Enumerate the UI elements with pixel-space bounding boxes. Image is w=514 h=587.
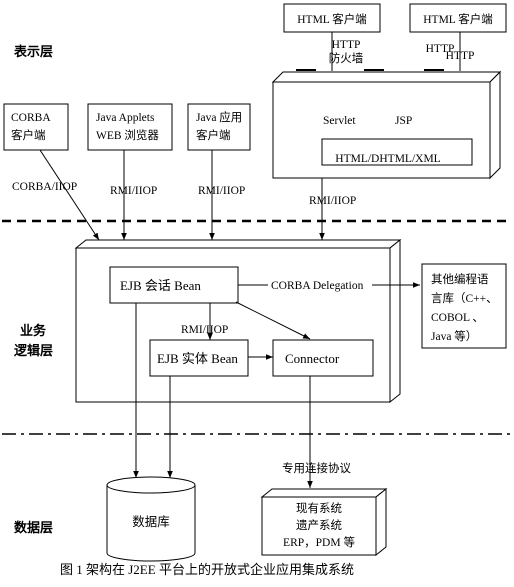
- database-cylinder: [106, 476, 196, 562]
- entity-bean-box: [149, 339, 249, 377]
- layer-label-presentation: 表示层: [13, 44, 53, 60]
- business-tier-box: [74, 238, 402, 404]
- entity-bean-label: EJB 实体 Bean: [157, 351, 238, 366]
- javaapp-client-label-2: 客户端: [196, 128, 231, 142]
- layer-label-business-2: 逻辑层: [14, 343, 53, 359]
- session-bean-label: EJB 会话 Bean: [120, 278, 201, 293]
- corba-client-label-1: CORBA: [11, 112, 51, 124]
- javaapp-client-label-1: Java 应用: [196, 110, 242, 124]
- http-left-label: HTTP: [332, 39, 361, 51]
- corba-client-label-2: 客户端: [11, 128, 46, 142]
- rmi-iiop-applets-label: RMI/IIOP: [110, 185, 157, 197]
- other-lang-label-1: 其他编程语: [431, 272, 489, 286]
- javaapp-client-box: [187, 103, 251, 151]
- other-lang-label-3: COBOL 、: [431, 312, 484, 324]
- session-to-connector-arrow: [235, 301, 311, 340]
- html-client-label-1: HTML 客户端: [297, 12, 367, 26]
- existing-systems-box: [260, 487, 388, 557]
- connector-label: Connector: [285, 351, 340, 366]
- existing-label-1: 现有系统: [296, 501, 342, 515]
- existing-label-2: 遗产系统: [296, 518, 342, 532]
- markup-box: [321, 138, 473, 166]
- rmi-iiop-javaapp-label: RMI/IIOP: [198, 185, 245, 197]
- corba-client-box: [3, 103, 69, 151]
- corba-delegation-label: CORBA Delegation: [271, 280, 364, 292]
- http-right-label-b: HTTP: [446, 50, 475, 62]
- html-client-label-2: HTML 客户端: [423, 12, 493, 26]
- applets-client-box: [87, 103, 173, 151]
- applets-client-label-2: WEB 浏览器: [96, 128, 159, 142]
- other-lang-label-4: Java 等）: [431, 329, 477, 343]
- firewall-label: 防火墙: [329, 51, 364, 65]
- html-client-box-2: [409, 3, 507, 33]
- session-bean-box: [109, 266, 239, 304]
- database-label: 数据库: [132, 514, 170, 529]
- connector-box: [272, 339, 374, 377]
- figure-caption: 图 1 架构在 J2EE 平台上的开放式企业应用集成系统: [60, 562, 354, 577]
- servlet-label: Servlet: [323, 115, 356, 127]
- applets-client-label-1: Java Applets: [96, 112, 155, 124]
- html-client-box-1: [283, 3, 381, 33]
- corba-iiop-label: CORBA/IIOP: [12, 181, 77, 193]
- proprietary-protocol-label: 专用连接协议: [282, 461, 351, 475]
- rmi-iiop-web-label: RMI/IIOP: [309, 195, 356, 207]
- rmi-iiop-inner-label: RMI/IIOP: [181, 324, 228, 336]
- other-lang-label-2: 言库（C++、: [431, 291, 498, 305]
- corba-iiop-arrow: [39, 149, 100, 241]
- other-lang-box: [421, 263, 507, 349]
- jsp-label: JSP: [395, 115, 412, 127]
- http-right-label-a: HTTP: [426, 43, 455, 55]
- markup-label: HTML/DHTML/XML: [335, 153, 440, 165]
- corba-delegation-label-bg: [268, 276, 372, 292]
- layer-label-data: 数据层: [14, 520, 53, 536]
- existing-label-3: ERP，PDM 等: [283, 535, 355, 549]
- layer-label-business-1: 业务: [20, 323, 47, 339]
